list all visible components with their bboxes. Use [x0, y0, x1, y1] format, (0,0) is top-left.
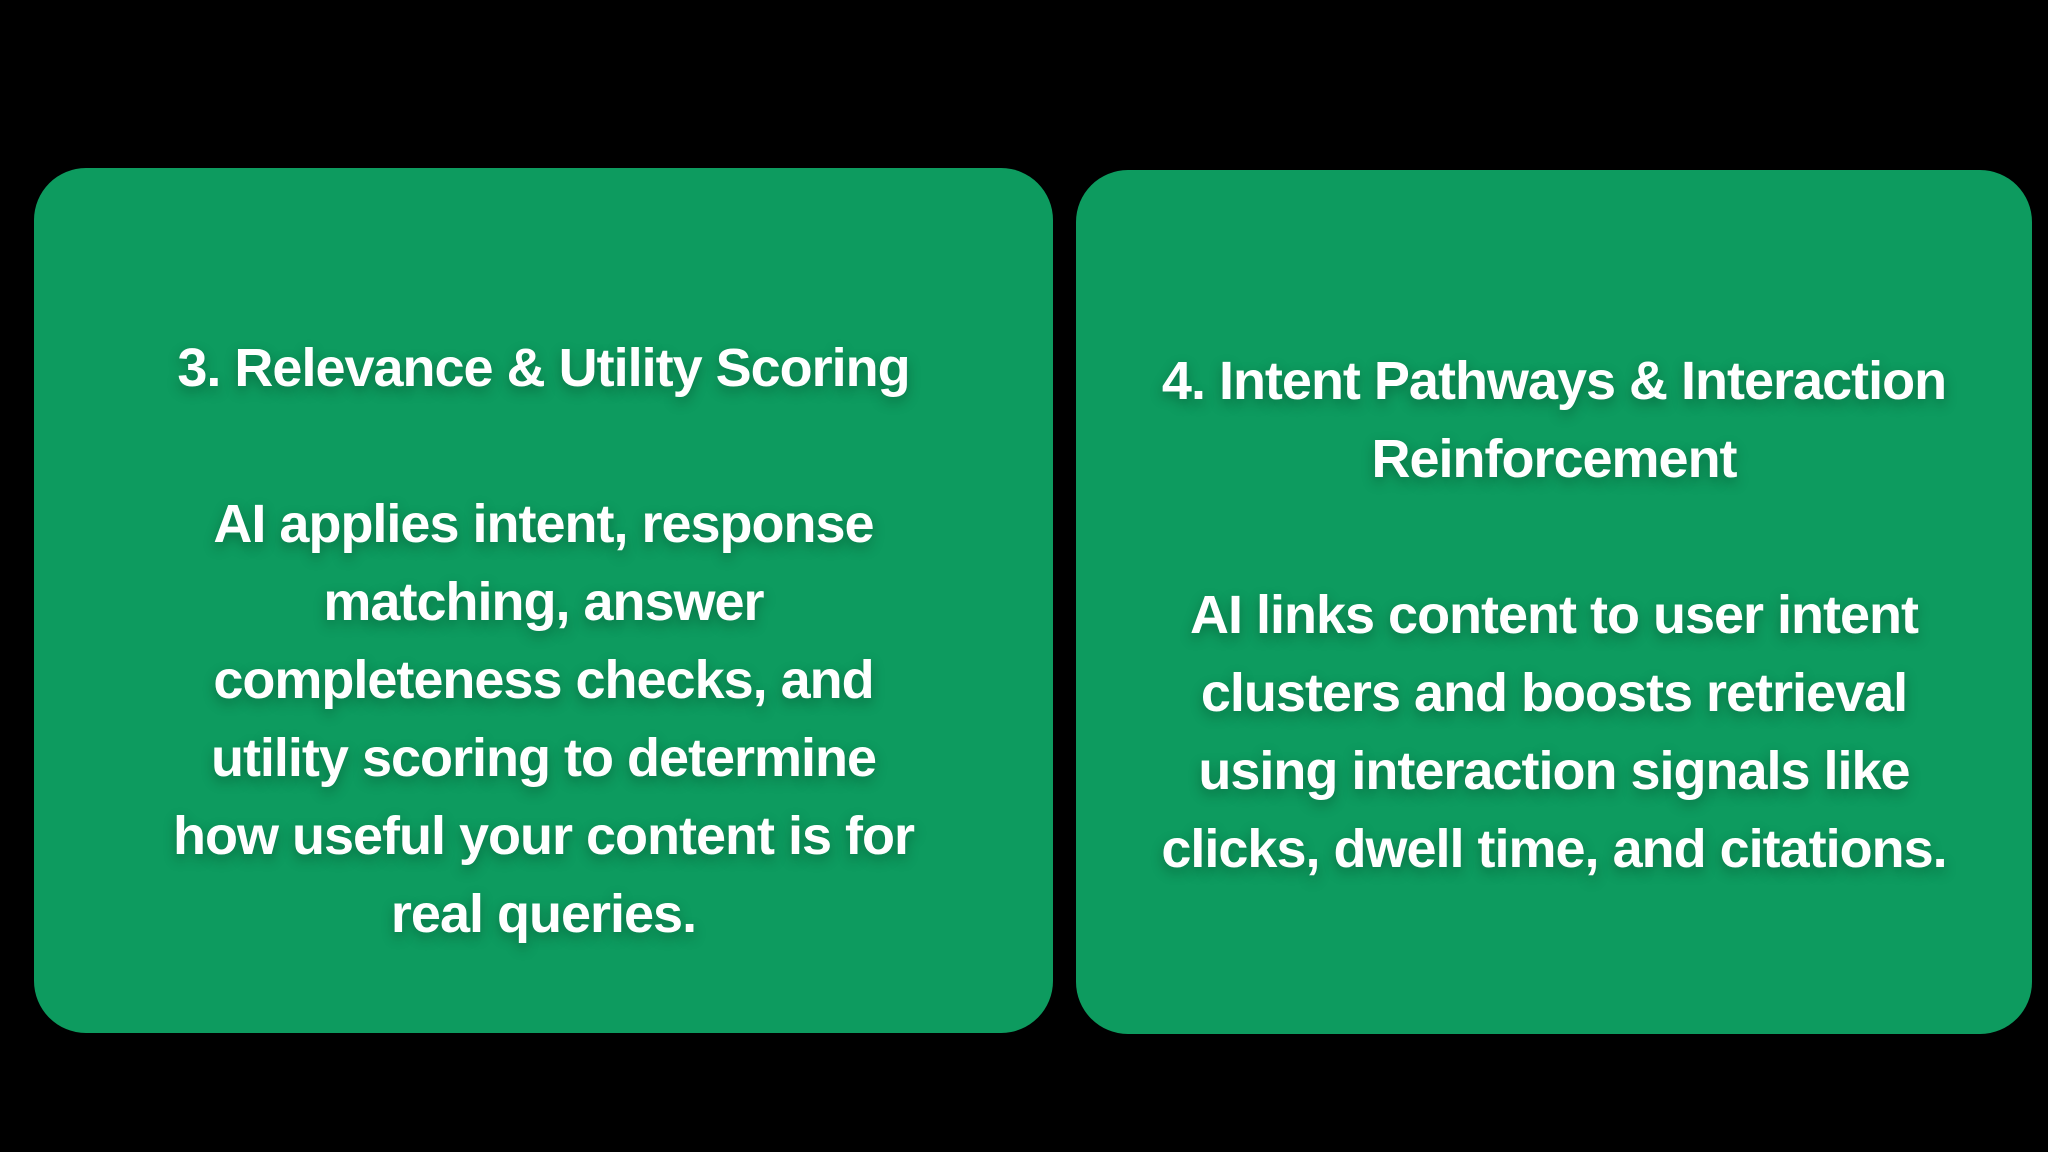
card-body-line: matching, answer: [323, 572, 764, 632]
card-title-line: Reinforcement: [1371, 429, 1737, 489]
card-body-line: utility scoring to determine: [210, 728, 877, 788]
card-body-line: real queries.: [390, 884, 697, 944]
card-body-line: clusters and boosts retrieval: [1200, 663, 1908, 723]
card-body-line: using interaction signals like: [1198, 741, 1910, 801]
card-title-line: 4. Intent Pathways & Interaction: [1161, 351, 1947, 411]
card-body: AI links content to user intent clusters…: [1076, 576, 2032, 888]
card-body-line: AI links content to user intent: [1189, 585, 1919, 645]
card-relevance-utility-scoring: 3. Relevance & Utility Scoring AI applie…: [34, 168, 1053, 1033]
card-intent-pathways-interaction-reinforcement: 4. Intent Pathways & Interaction Reinfor…: [1076, 170, 2032, 1034]
card-title-line: 3. Relevance & Utility Scoring: [177, 338, 910, 398]
card-body-line: completeness checks, and: [213, 650, 874, 710]
card-body-line: clicks, dwell time, and citations.: [1161, 819, 1947, 879]
card-title: 3. Relevance & Utility Scoring: [34, 329, 1053, 407]
card-body-line: how useful your content is for: [172, 806, 915, 866]
card-body: AI applies intent, response matching, an…: [34, 485, 1053, 953]
card-body-line: AI applies intent, response: [213, 494, 874, 554]
card-title: 4. Intent Pathways & Interaction Reinfor…: [1076, 342, 2032, 498]
